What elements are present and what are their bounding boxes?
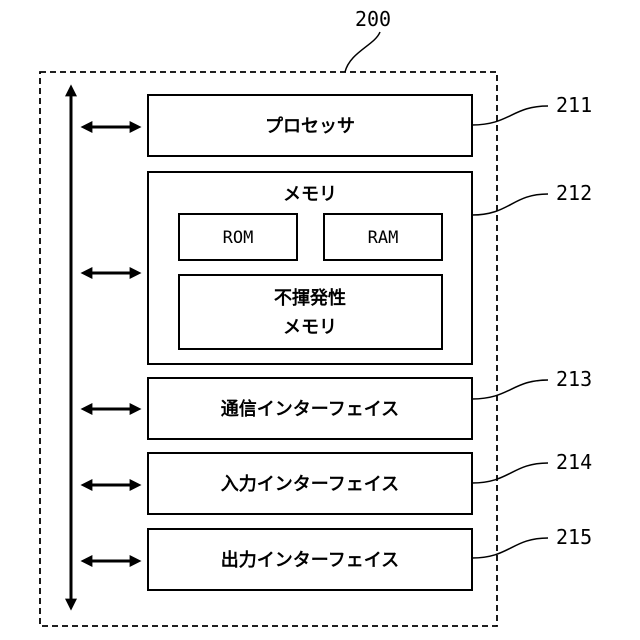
- input-interface-ref-leader: [472, 463, 548, 483]
- output-interface-ref-label: 215: [556, 525, 592, 549]
- processor-ref-leader: [472, 106, 548, 125]
- memory-ref-leader: [472, 194, 548, 215]
- nonvolatile-memory-label-line1: 不揮発性: [274, 287, 346, 309]
- memory-ref-label: 212: [556, 181, 592, 205]
- device-ref-label: 200: [355, 7, 391, 31]
- rom-label: ROM: [223, 228, 254, 248]
- comm-interface-label: 通信インターフェイス: [221, 398, 399, 420]
- ram-label: RAM: [368, 228, 399, 248]
- device-ref-leader: [345, 32, 380, 72]
- input-interface-ref-label: 214: [556, 450, 592, 474]
- comm-interface-ref-label: 213: [556, 367, 592, 391]
- processor-ref-label: 211: [556, 93, 592, 117]
- output-interface-label: 出力インターフェイス: [221, 549, 399, 571]
- output-interface-ref-leader: [472, 538, 548, 558]
- memory-label: メモリ: [283, 184, 337, 205]
- comm-interface-ref-leader: [472, 380, 548, 399]
- processor-label: プロセッサ: [265, 115, 355, 137]
- input-interface-label: 入力インターフェイス: [221, 474, 399, 495]
- nonvolatile-memory-label-line2: メモリ: [283, 317, 337, 338]
